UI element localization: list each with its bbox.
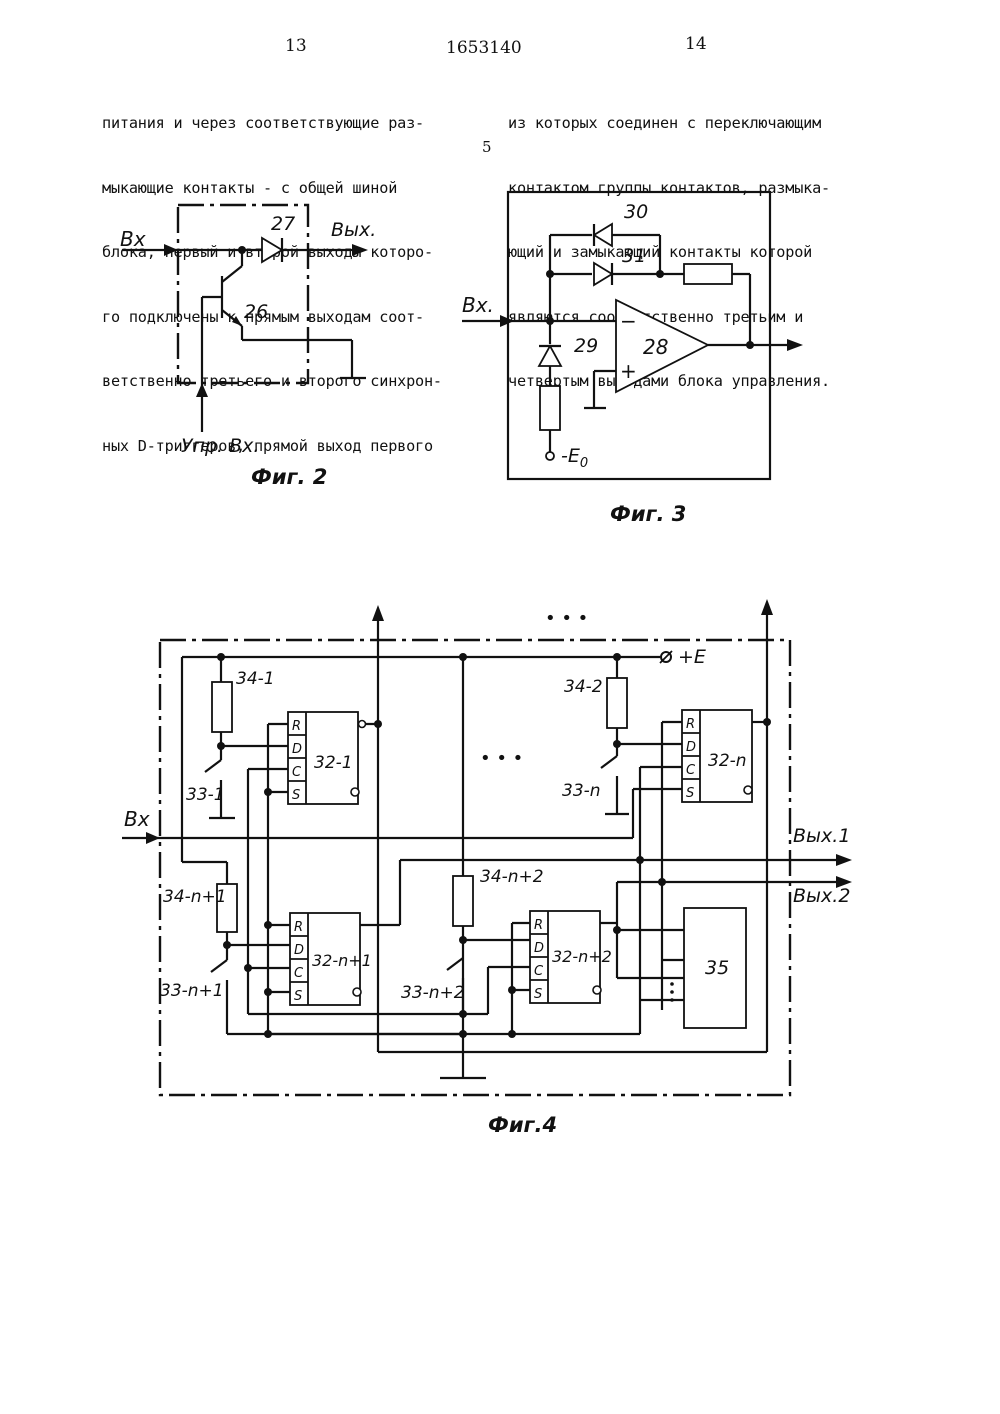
fig3-supply-label: -E0: [561, 445, 588, 471]
fig3-input-label: Вх.: [462, 293, 494, 317]
fig4-resistor-34-n2-label: 34-n+2: [480, 867, 544, 887]
svg-text:R: R: [534, 918, 543, 933]
fig2-control-arrow: [196, 383, 208, 397]
fig2-diode-label: 27: [271, 213, 295, 235]
svg-text:S: S: [534, 987, 542, 1002]
fig4-trigger-32-n1-label: 32-n+1: [312, 951, 372, 970]
fig4-input-label: Вх: [124, 807, 150, 831]
svg-text:D: D: [292, 742, 302, 757]
svg-text:C: C: [294, 966, 304, 981]
fig4-trigger-32-n-label: 32-n: [708, 751, 747, 771]
fig2-output-label: Вых.: [331, 219, 376, 241]
fig3-diode-30: [594, 224, 612, 246]
fig4-output-2-label: Вых.2: [793, 885, 850, 907]
fig2-input-label: Вх: [120, 227, 146, 251]
fig2-output-arrow: [352, 244, 368, 256]
svg-text:S: S: [292, 788, 300, 803]
fig4-block-35-label: 35: [705, 957, 729, 979]
fig3-resistor: [684, 264, 732, 284]
svg-text:R: R: [686, 717, 695, 732]
svg-text:D: D: [534, 941, 544, 956]
svg-text:D: D: [686, 740, 696, 755]
fig3-output-arrow: [787, 339, 803, 351]
svg-text:C: C: [292, 765, 302, 780]
fig3-caption: Фиг. 3: [610, 502, 686, 526]
fig4-switch-33-n1-label: 33-n+1: [160, 981, 224, 1001]
fig4-resistor-34-n1-label: 34-n+1: [163, 887, 227, 907]
fig2-transistor-label: 26: [244, 301, 268, 323]
fig2-diode-27: [262, 238, 282, 262]
svg-text:S: S: [686, 786, 694, 801]
fig4-trigger-32-n2-label: 32-n+2: [552, 947, 612, 966]
fig4-trigger-32-1-label: 32-1: [314, 753, 353, 773]
fig4-diagram: • • • • • • +E Вх Вых.1 Вых.2: [122, 599, 852, 1137]
fig4-resistor-34-1: [212, 682, 232, 732]
fig4-switch-33-n2-label: 33-n+2: [401, 983, 465, 1003]
fig4-caption: Фиг.4: [488, 1113, 557, 1137]
svg-text:R: R: [294, 920, 303, 935]
fig4-resistor-34-n2: [453, 876, 473, 926]
fig3-diagram: Вх. 30 31 29 28 − + -E0 Фиг. 3: [462, 192, 803, 526]
fig4-ellipsis-mid: • • •: [480, 748, 523, 769]
svg-text:S: S: [294, 989, 302, 1004]
svg-text:C: C: [686, 763, 696, 778]
fig4-resistor-34-2-label: 34-2: [564, 677, 603, 697]
fig4-ellipsis-top: • • •: [545, 608, 588, 629]
svg-text:C: C: [534, 964, 544, 979]
fig4-switch-33-1-label: 33-1: [186, 785, 225, 805]
fig2-diagram: Вх Вых. 27 26 Упр. Вх. Фиг. 2: [120, 205, 376, 489]
svg-text:R: R: [292, 719, 301, 734]
fig3-opamp-label: 28: [643, 335, 668, 359]
fig2-control-label: Упр. Вх.: [181, 435, 259, 457]
fig4-resistor-34-1-label: 34-1: [236, 669, 275, 689]
fig3-minus: −: [620, 309, 637, 333]
fig3-diode-29: [539, 346, 561, 366]
fig2-input-arrow: [164, 244, 178, 256]
fig3-diode-31: [594, 263, 612, 285]
fig4-switch-33-n-label: 33-n: [562, 781, 601, 801]
fig2-caption: Фиг. 2: [251, 465, 327, 489]
fig3-diode-30-label: 30: [624, 201, 648, 223]
fig3-diode-31-label: 31: [622, 245, 646, 267]
fig3-diode-29-label: 29: [574, 335, 598, 357]
fig3-plus: +: [620, 359, 637, 383]
fig4-output-1-label: Вых.1: [793, 825, 850, 847]
svg-text:D: D: [294, 943, 304, 958]
fig4-supply-label: +E: [678, 646, 706, 668]
fig4-resistor-34-2: [607, 678, 627, 728]
fig3-resistor-bias: [540, 386, 560, 430]
